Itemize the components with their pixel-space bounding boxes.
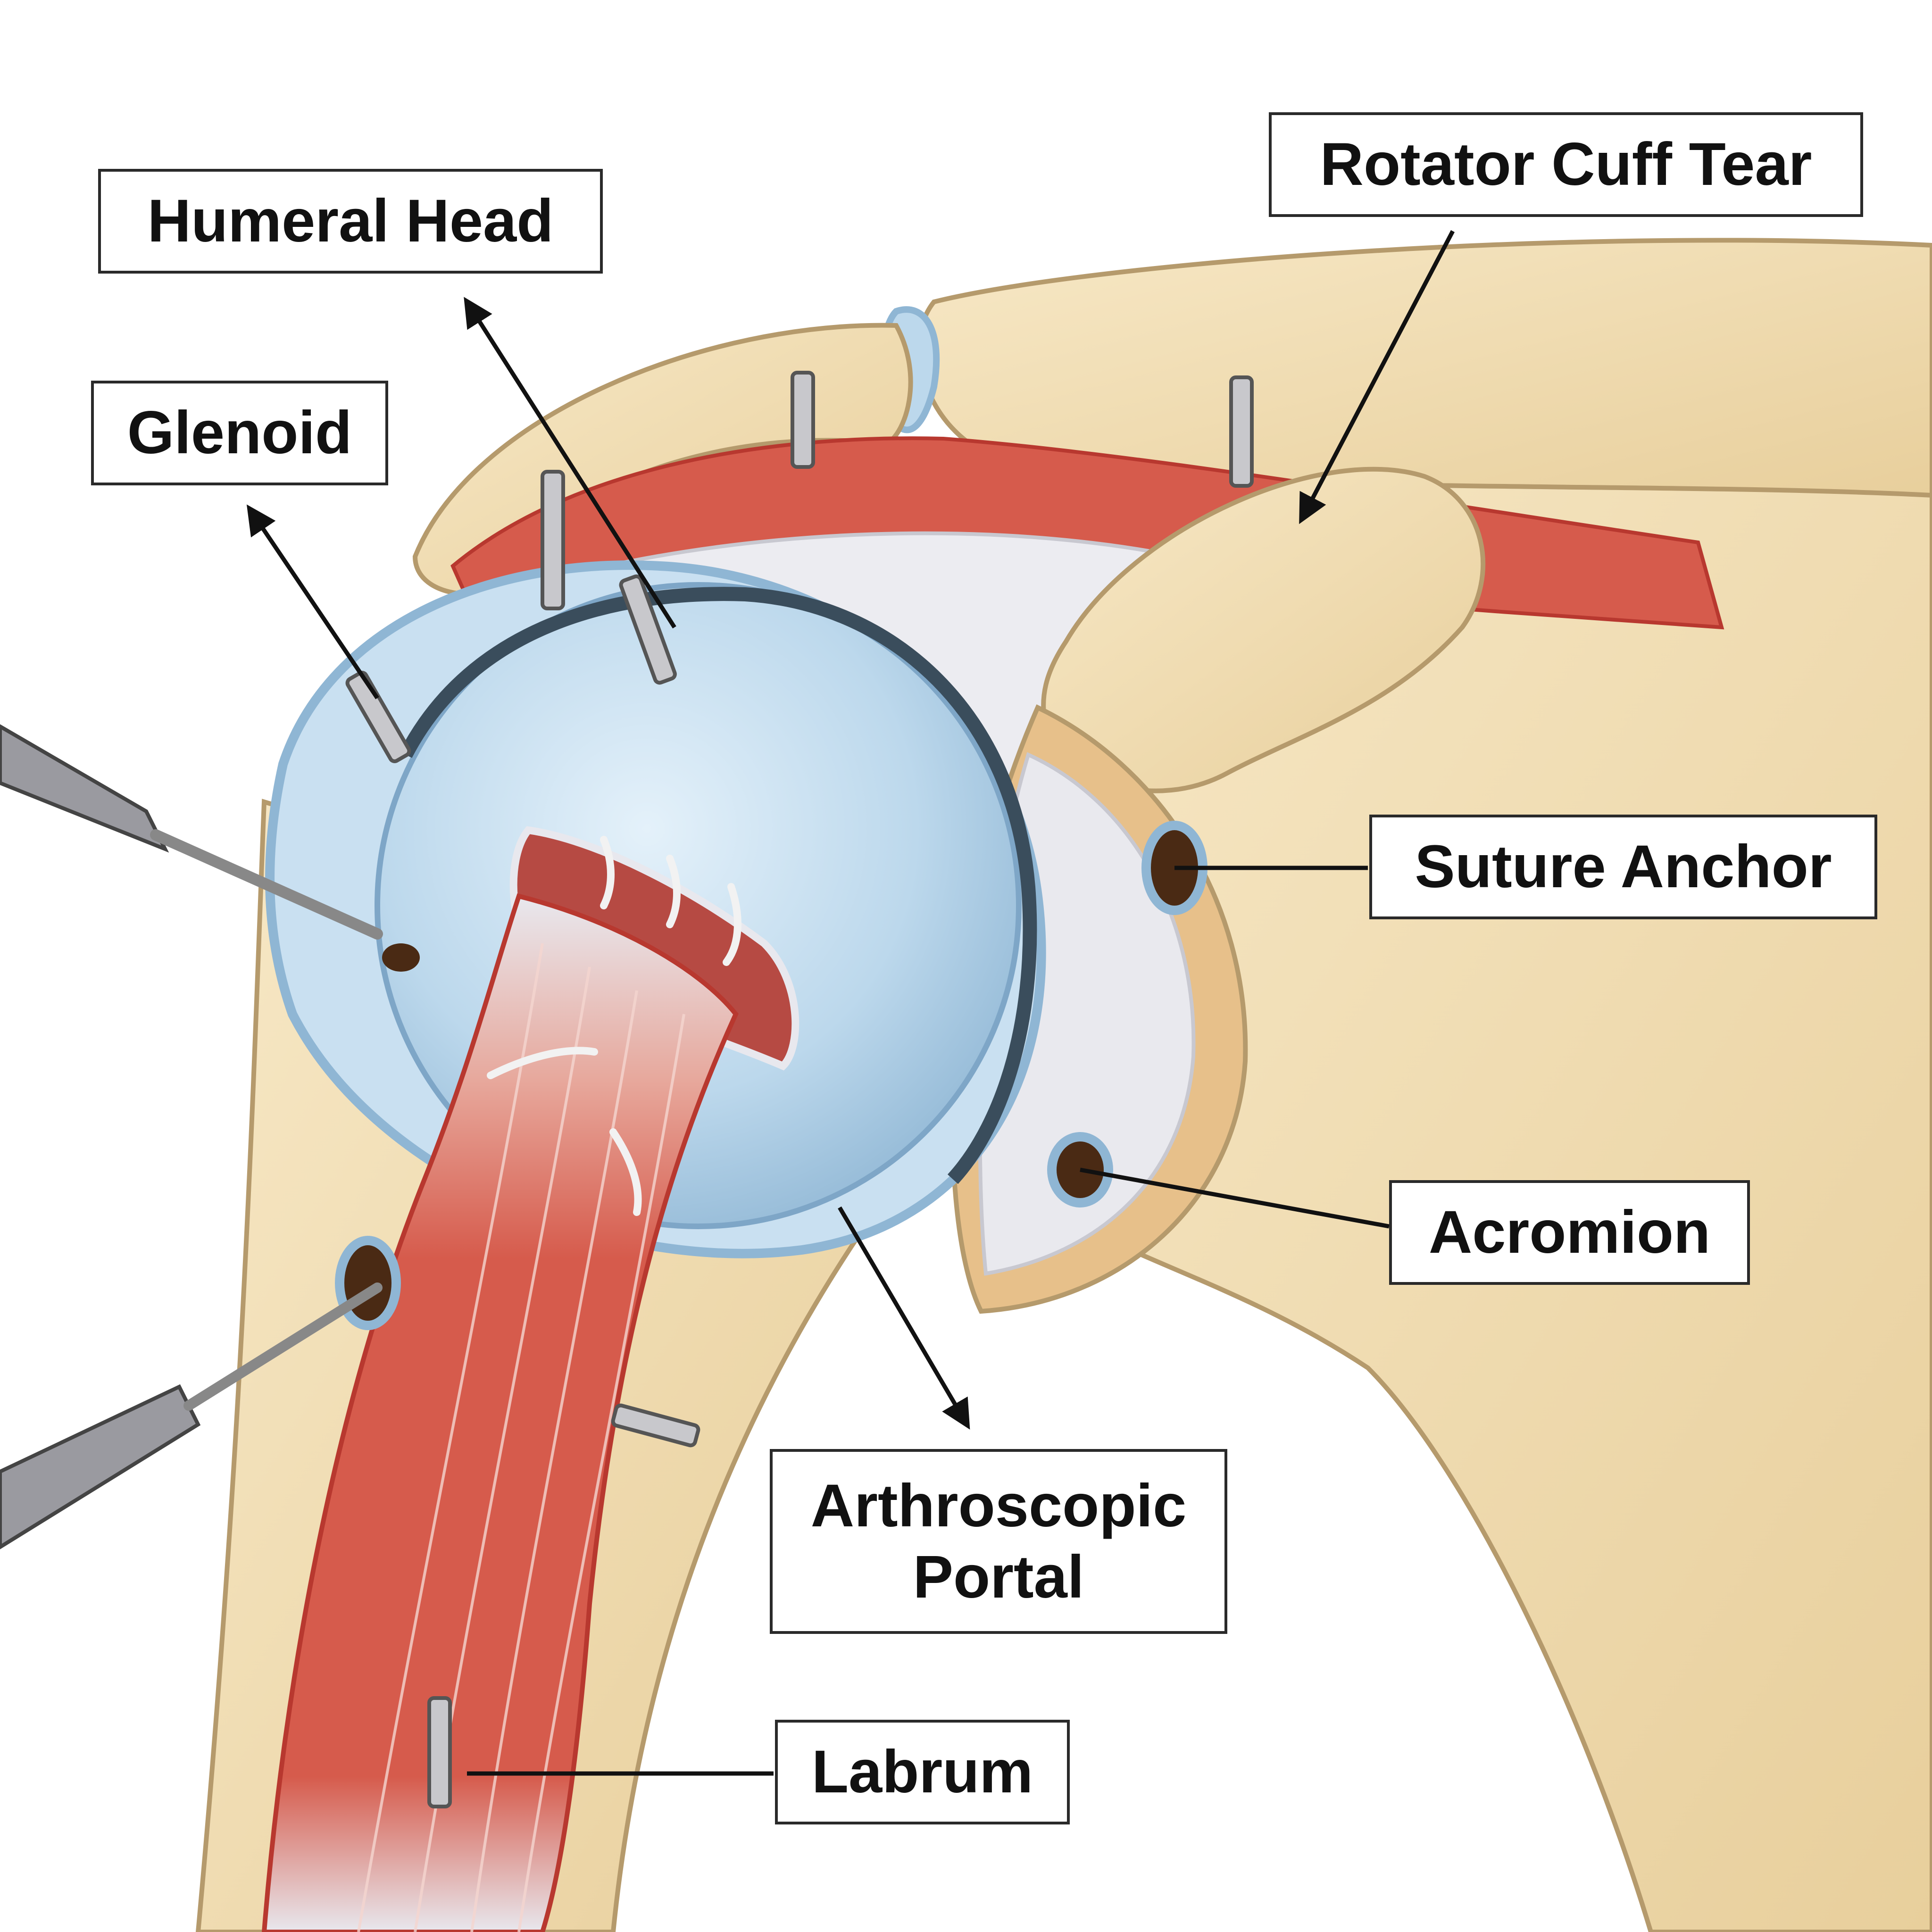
label-arthroscopic-portal: Arthroscopic Portal xyxy=(770,1449,1227,1634)
suture-stitches xyxy=(487,836,741,1216)
label-humeral-head: Humeral Head xyxy=(98,169,603,274)
label-acromion: Acromion xyxy=(1389,1180,1750,1285)
label-labrum: Labrum xyxy=(775,1720,1070,1824)
leader-humeral-head xyxy=(464,297,676,629)
leader-rotator-cuff-tear xyxy=(1299,230,1455,525)
leader-lines xyxy=(246,230,1455,1776)
label-rotator-cuff-tear: Rotator Cuff Tear xyxy=(1269,112,1863,217)
label-glenoid: Glenoid xyxy=(91,381,388,485)
label-suture-anchor: Suture Anchor xyxy=(1369,815,1877,919)
leader-glenoid xyxy=(246,504,379,700)
cartilage-dark-band xyxy=(399,587,1037,1184)
leader-arthroscopic-portal xyxy=(838,1206,970,1430)
leader-acromion xyxy=(1080,1167,1390,1229)
surgical-instruments xyxy=(0,724,383,1549)
screw-anchors xyxy=(345,371,1254,1808)
tendon-bundle xyxy=(261,893,739,1932)
